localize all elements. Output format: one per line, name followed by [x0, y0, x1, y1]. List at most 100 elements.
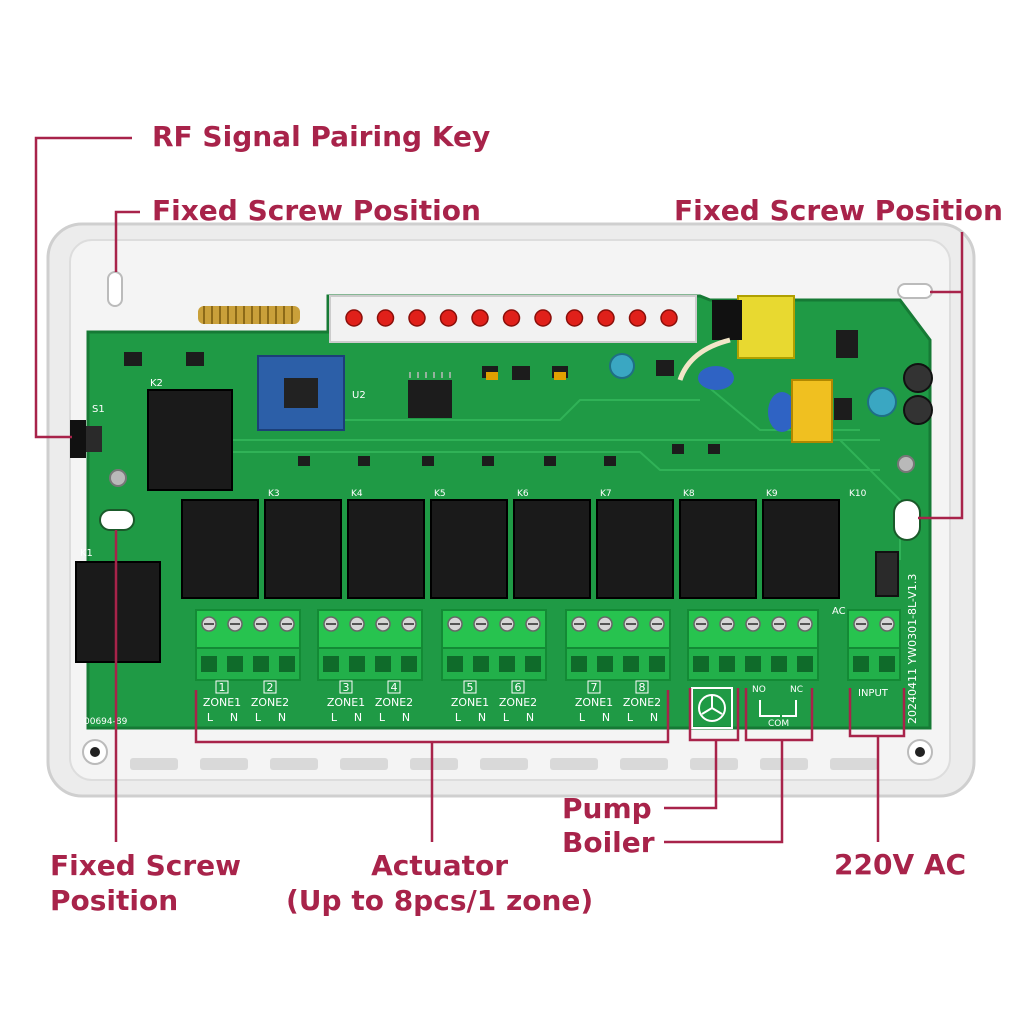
svg-text:ZONE1: ZONE1: [451, 696, 489, 709]
relay-k9: [679, 499, 757, 599]
terminal-zone-5-6: [441, 609, 547, 681]
boiler-label: Boiler: [562, 826, 655, 859]
screw-slot-top-left: [107, 271, 123, 307]
relay-k1: K1: [75, 548, 161, 663]
pump-symbol: [691, 687, 733, 729]
svg-text:ZONE1: ZONE1: [327, 696, 365, 709]
svg-text:ZONE1: ZONE1: [203, 696, 241, 709]
relay-label: K3: [268, 489, 280, 499]
svg-text:4: 4: [391, 681, 398, 694]
status-led: [534, 309, 552, 327]
relay-k2-label: K2: [150, 378, 163, 389]
status-leds: [345, 309, 678, 327]
svg-text:ZONE2: ZONE2: [623, 696, 661, 709]
svg-text:5: 5: [467, 681, 474, 694]
status-led: [660, 309, 678, 327]
rf-module: U2: [257, 355, 366, 431]
leader-screw-top-left: [114, 210, 140, 272]
status-led: [471, 309, 489, 327]
antenna-coil: [198, 306, 300, 324]
svg-text:1: 1: [219, 681, 226, 694]
screw-slot-top-right: [897, 283, 933, 299]
relay-label: K8: [683, 489, 695, 499]
status-led: [565, 309, 584, 327]
terminal-pump-boiler: [687, 609, 819, 681]
screw-slot-mid-left: [99, 509, 135, 531]
board-serial: 00694-89: [84, 717, 128, 727]
relay-k8: [596, 499, 674, 599]
svg-text:N: N: [354, 711, 362, 724]
contact-com-label: COM: [768, 719, 789, 729]
status-led: [502, 309, 521, 327]
svg-text:ZONE1: ZONE1: [575, 696, 613, 709]
relay-k7: [513, 499, 591, 599]
terminal-zone-1-2: [195, 609, 301, 681]
rf-module-label: U2: [352, 390, 366, 401]
leader-rf-key: [34, 136, 132, 439]
screw-slot-mid-right: [893, 499, 921, 541]
relay-k6: [430, 499, 508, 599]
svg-text:L: L: [331, 711, 338, 724]
svg-text:L: L: [503, 711, 510, 724]
svg-text:ZONE2: ZONE2: [251, 696, 289, 709]
svg-text:N: N: [402, 711, 410, 724]
svg-text:3: 3: [343, 681, 350, 694]
terminal-zone-7-8: [565, 609, 671, 681]
svg-text:N: N: [602, 711, 610, 724]
relay-label: K6: [517, 489, 529, 499]
boiler-relay-symbol: NO NC COM: [752, 685, 803, 729]
fixed-screw-bottom-left-label: Fixed Screw Position: [50, 849, 241, 918]
actuator-label: Actuator (Up to 8pcs/1 zone): [286, 849, 594, 918]
svg-text:L: L: [379, 711, 386, 724]
svg-text:8: 8: [639, 681, 646, 694]
switch-label: S1: [92, 404, 105, 415]
terminal-blocks: [195, 609, 901, 681]
housing-vents: [130, 758, 878, 770]
svg-text:ZONE2: ZONE2: [499, 696, 537, 709]
rf-pairing-switch: S1: [70, 404, 105, 458]
svg-text:N: N: [478, 711, 486, 724]
rf-pairing-key-label: RF Signal Pairing Key: [152, 120, 491, 153]
svg-text:L: L: [207, 711, 214, 724]
terminal-power-input: [847, 609, 901, 681]
pump-label: Pump: [562, 792, 652, 825]
svg-text:N: N: [526, 711, 534, 724]
svg-text:N: N: [278, 711, 286, 724]
status-led: [376, 309, 395, 327]
status-led: [408, 309, 426, 327]
svg-text:6: 6: [515, 681, 522, 694]
relay-k10: [762, 499, 840, 599]
svg-text:L: L: [255, 711, 262, 724]
ac-label: AC: [832, 606, 846, 617]
relay-k5: [347, 499, 425, 599]
relay-k2: K2: [147, 378, 233, 491]
leader-boiler: [744, 688, 814, 742]
relay-label: K5: [434, 489, 446, 499]
terminal-zone-3-4: [317, 609, 423, 681]
status-led: [628, 309, 647, 327]
mcu-chip: [408, 380, 452, 418]
svg-text:L: L: [627, 711, 634, 724]
fixed-screw-top-right-label: Fixed Screw Position: [674, 194, 1003, 227]
relay-label: K7: [600, 489, 612, 499]
relay-k3: [181, 499, 259, 599]
x-capacitor: [791, 379, 833, 443]
status-led: [439, 309, 458, 327]
board-version: 20240411 YW0301-8L-V1.3: [906, 574, 919, 724]
fuse: [875, 551, 899, 597]
power-220v-ac-label: 220V AC: [834, 848, 967, 881]
leader-screw-top-right: [918, 232, 964, 520]
svg-text:N: N: [230, 711, 238, 724]
contact-no-label: NO: [752, 685, 766, 695]
